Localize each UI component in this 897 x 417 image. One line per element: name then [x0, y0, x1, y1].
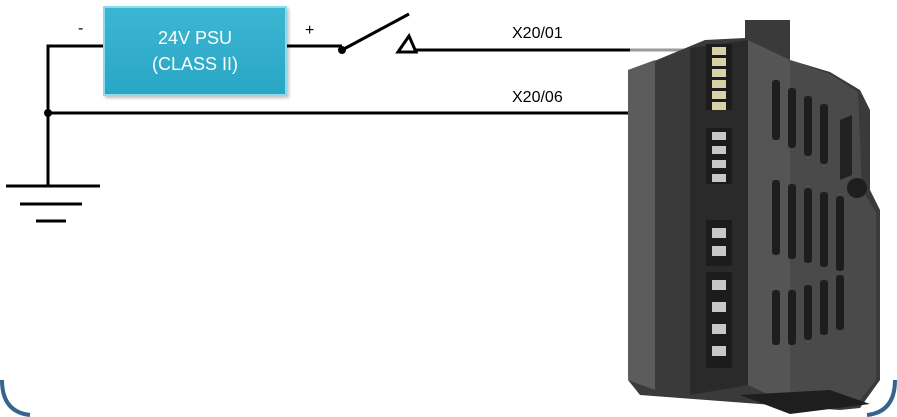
- switch-icon: [338, 12, 419, 54]
- vent-slots: [772, 80, 844, 345]
- negative-terminal-label: -: [78, 20, 84, 37]
- frame-corner-left: [0, 379, 31, 417]
- psu-box: 24V PSU (CLASS II): [103, 6, 287, 96]
- ground-icon: [6, 184, 100, 223]
- wire-label-x20-06: X20/06: [512, 89, 563, 106]
- psu-label-line1: 24V PSU: [157, 28, 233, 48]
- terminal-block-2: [706, 128, 732, 184]
- wire-label-x20-01: X20/01: [512, 25, 563, 42]
- terminal-block-x20: [706, 44, 732, 110]
- terminal-block-3: [706, 220, 732, 266]
- positive-terminal-label: +: [305, 22, 315, 39]
- psu-label-line2: (CLASS II): [151, 54, 239, 74]
- controller-module: [628, 20, 880, 414]
- negative-wire: [46, 44, 103, 185]
- terminal-block-4: [706, 272, 732, 368]
- frame-corner-right: [866, 379, 897, 417]
